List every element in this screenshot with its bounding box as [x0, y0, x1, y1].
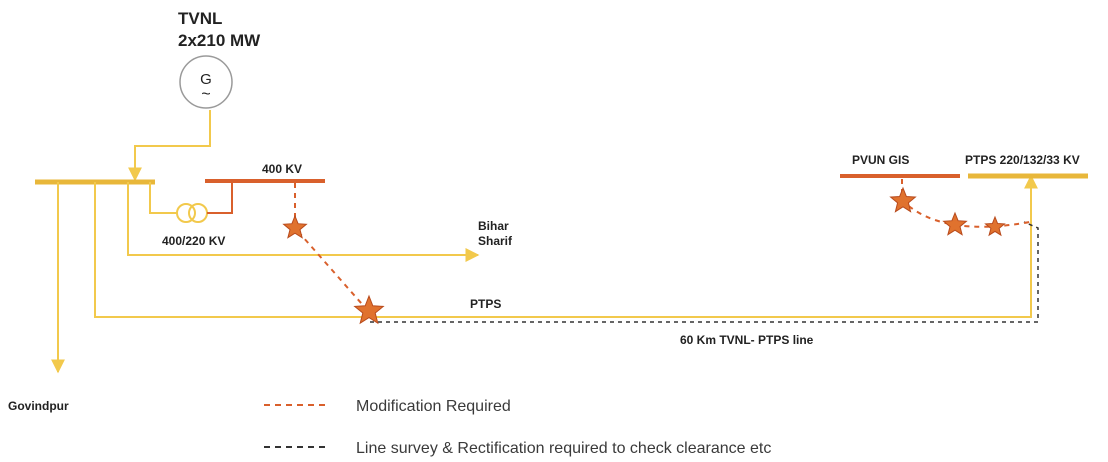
tvnl-ptps-line	[94, 174, 1038, 318]
legend-modification-label: Modification Required	[356, 398, 511, 415]
generator-wave: ~	[201, 86, 210, 103]
star-icon	[353, 294, 385, 325]
generator-capacity: 2x210 MW	[178, 31, 261, 50]
transformer-icon	[176, 203, 196, 223]
govindpur-label: Govindpur	[8, 399, 69, 413]
legend: Modification Required Line survey & Rect…	[264, 398, 771, 457]
bihar-label-2: Sharif	[478, 234, 513, 248]
modification-dashed-left	[294, 183, 370, 313]
bus-400kv-label: 400 KV	[262, 162, 302, 176]
line-length-label: 60 Km TVNL- PTPS line	[680, 333, 814, 347]
transformer-icon-2	[188, 203, 208, 223]
bihar-label-1: Bihar	[478, 219, 509, 233]
generator-feeder	[128, 110, 211, 182]
legend-survey-label: Line survey & Rectification required to …	[356, 440, 771, 457]
transformer-lv-lead	[149, 182, 178, 214]
pvun-gis-label: PVUN GIS	[852, 153, 909, 167]
generator-symbol: G	[200, 71, 212, 88]
star-icon	[889, 186, 917, 213]
generator-name: TVNL	[178, 9, 222, 28]
modification-dashed-right	[901, 179, 1031, 228]
transformer-hv-lead	[207, 183, 233, 214]
ptps-line-label: PTPS	[470, 297, 501, 311]
star-icon	[282, 214, 308, 239]
ptps-bus-label: PTPS 220/132/33 KV	[965, 153, 1080, 167]
transformer-label: 400/220 KV	[162, 234, 225, 248]
star-icon	[942, 211, 968, 236]
survey-dashed-line	[370, 221, 1039, 323]
star-icon	[984, 215, 1006, 237]
generator-icon	[179, 55, 233, 109]
bihar-sharif-feeder	[127, 182, 480, 262]
